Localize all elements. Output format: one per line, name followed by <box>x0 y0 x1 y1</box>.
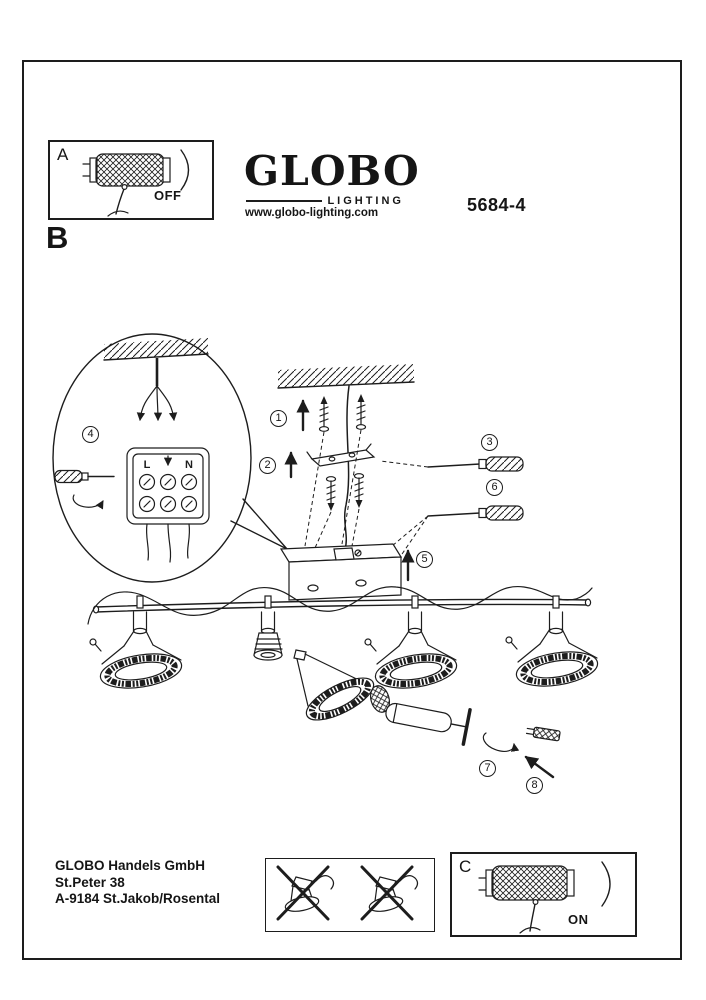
mains-cable <box>343 385 350 550</box>
balloon-ceiling-hatch <box>103 338 209 361</box>
warning-icon-2 <box>360 865 419 921</box>
terminal-neutral-label: N <box>185 459 193 471</box>
step-4-badge: 4 <box>82 426 99 443</box>
step-5-badge: 5 <box>416 551 433 568</box>
motion-arc <box>601 861 611 907</box>
company-street: St.Peter 38 <box>55 874 125 890</box>
company-city: A-9184 St.Jakob/Rosental <box>55 891 221 906</box>
step7-rotate-arrow-icon <box>482 732 520 752</box>
bar-joint-3 <box>407 595 423 635</box>
section-b-label: B <box>46 220 69 255</box>
balloon-tail <box>230 498 288 550</box>
bulb-on-illustration <box>478 861 611 934</box>
panel-warnings <box>265 858 435 932</box>
step-7-badge: 7 <box>479 760 496 777</box>
bar-joint-2 <box>260 595 276 635</box>
cable-clamp <box>333 547 362 561</box>
warning-icon-1 <box>276 865 335 921</box>
terminal-block: L N <box>126 447 210 563</box>
bar-bottom-line <box>95 603 589 613</box>
spotlight-4 <box>505 628 599 687</box>
screwdriver-step3-icon <box>427 456 524 472</box>
warning-illustrations <box>276 865 419 921</box>
ceiling-mounting-detail <box>277 364 524 562</box>
ceiling-hatch <box>277 364 415 389</box>
bar-assembly <box>87 586 599 779</box>
motion-arc <box>180 149 190 191</box>
panel-bulb-on: C ON <box>450 852 637 937</box>
decorative-wave-wire <box>87 586 593 625</box>
mains-wires <box>136 358 178 422</box>
tagline-rule <box>246 199 323 203</box>
lamp-socket <box>253 632 283 661</box>
spotlight-3 <box>364 630 458 689</box>
balloon-screwdriver-icon <box>54 469 115 510</box>
step-1-badge: 1 <box>270 410 287 427</box>
bar-top-line <box>95 598 589 608</box>
step-2-badge: 2 <box>259 457 276 474</box>
wiring-detail-balloon: L N <box>52 333 288 583</box>
canopy-box <box>279 543 415 601</box>
terminal-screws <box>138 473 198 513</box>
bulb-holder-tube <box>385 702 472 746</box>
hand-pointer-icon <box>107 183 129 217</box>
step-8-badge: 8 <box>526 777 543 794</box>
screwdriver-step6-icon <box>427 505 524 521</box>
spotlight-2-exploded <box>253 632 561 779</box>
ceiling-screw-2 <box>355 394 367 430</box>
step-6-badge: 6 <box>486 479 503 496</box>
page-border <box>22 60 682 960</box>
halogen-tube-icon <box>478 865 575 901</box>
brand-tagline: LIGHTING <box>327 195 404 207</box>
off-label: OFF <box>154 188 182 203</box>
bar-joint-4 <box>548 595 564 635</box>
spotlight-1 <box>89 630 183 689</box>
company-name: GLOBO Handels GmbH <box>55 858 206 873</box>
brand-logo-text: GLOBO <box>244 147 420 195</box>
bracket-screw-1 <box>325 476 337 511</box>
glass-lens <box>369 685 391 713</box>
bar-joint-1 <box>132 595 148 635</box>
step-3-badge: 3 <box>481 434 498 451</box>
panel-bulb-off: A OFF <box>48 140 214 220</box>
brand-website: www.globo-lighting.com <box>245 207 379 219</box>
terminal-live-label: L <box>144 459 151 471</box>
fixture-wires <box>145 523 191 563</box>
bracket-screw-2 <box>353 473 365 508</box>
on-label: ON <box>568 912 589 927</box>
halogen-tube-icon <box>82 153 171 187</box>
model-number: 5684-4 <box>467 195 527 215</box>
panel-c-label: C <box>459 857 472 876</box>
rotate-arrow-icon <box>72 494 104 510</box>
mounting-bracket <box>306 443 376 467</box>
panel-a-label: A <box>57 145 69 164</box>
bulb-off-illustration <box>82 149 190 217</box>
brand-tagline-row: LIGHTING <box>246 195 404 207</box>
halogen-bulb-small <box>525 726 561 742</box>
step8-arrow-icon <box>524 755 555 779</box>
detached-shade <box>293 649 375 721</box>
ceiling-screw-1 <box>318 396 330 432</box>
hand-pointer-icon <box>519 898 541 934</box>
address-block: GLOBO Handels GmbH St.Peter 38 A-9184 St… <box>55 858 220 908</box>
